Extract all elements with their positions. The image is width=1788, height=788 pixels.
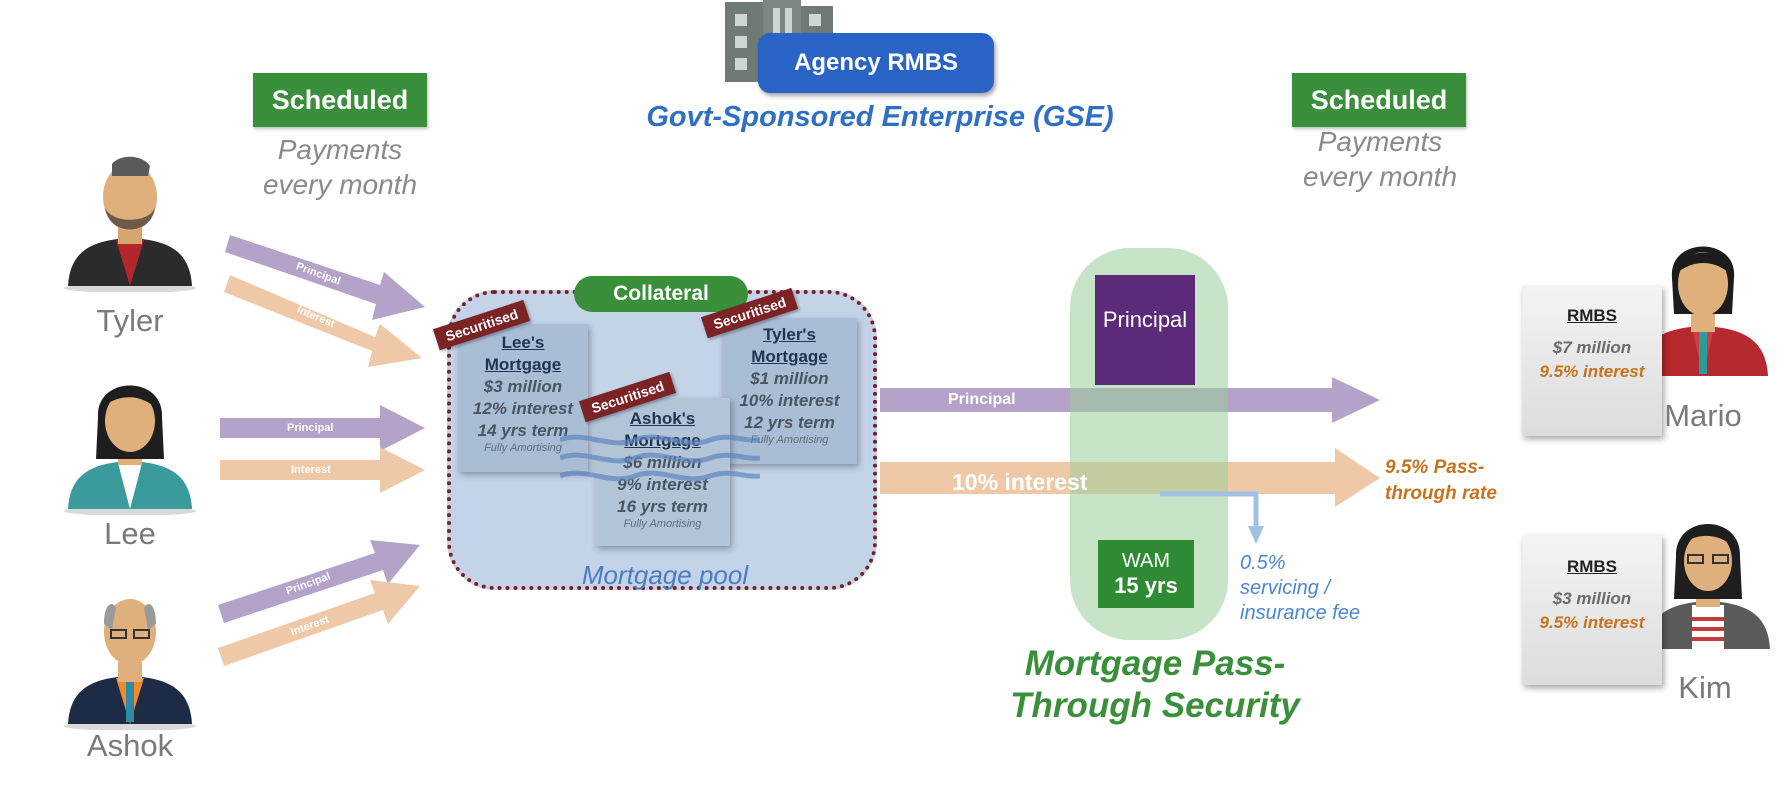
lee-interest-label: Interest xyxy=(291,464,331,476)
mortgage-rate: 10% interest xyxy=(739,391,840,410)
mortgage-amount: $1 million xyxy=(750,369,829,388)
security-title-line2: Through Security xyxy=(1010,686,1300,725)
payments-line1: Payments xyxy=(277,134,403,165)
mortgage-term: 16 yrs term xyxy=(617,497,708,516)
principal-box-label: Principal xyxy=(1102,307,1188,332)
lee-principal-label: Principal xyxy=(287,422,334,434)
ashok-interest-arrow xyxy=(218,580,420,666)
mortgage-pool-label: Mortgage pool xyxy=(581,560,749,590)
mortgage-note: Fully Amortising xyxy=(484,442,562,454)
scheduled-badge-left: Scheduled xyxy=(253,73,427,127)
mortgage-term: 14 yrs term xyxy=(477,421,569,440)
mortgage-note: Fully Amortising xyxy=(750,434,829,446)
fee-line3: insurance fee xyxy=(1240,602,1361,624)
mortgage-term: 12 yrs term xyxy=(744,413,835,432)
security-title-line1: Mortgage Pass- xyxy=(1024,644,1286,683)
wam-label: WAM xyxy=(1121,550,1171,572)
ashok-principal-arrow xyxy=(218,540,420,623)
wam-value: 15 yrs xyxy=(1114,573,1178,598)
rmbs-card-amount: $7 million xyxy=(1552,338,1632,357)
mortgage-name: Mortgage xyxy=(484,355,562,374)
kim-avatar xyxy=(1638,505,1778,655)
payments-line1: Payments xyxy=(1317,126,1443,157)
pass-through-rate-label: 9.5% Pass- through rate xyxy=(1385,455,1497,507)
payments-text-right: Payments every month xyxy=(1280,124,1480,194)
fee-line1: 0.5% xyxy=(1240,552,1286,574)
mortgage-note: Fully Amortising xyxy=(623,518,702,530)
mortgage-name: Tyler's xyxy=(763,325,816,344)
mortgage-name: Mortgage xyxy=(751,347,828,366)
rmbs-card-title: RMBS xyxy=(1566,306,1618,325)
lee-interest-arrow xyxy=(220,447,425,493)
rmbs-card-amount: $3 million xyxy=(1552,589,1632,608)
tyler-interest-arrow xyxy=(224,275,422,367)
lee-principal-arrow xyxy=(220,405,425,451)
mortgage-amount: $3 million xyxy=(483,377,563,396)
kim-name: Kim xyxy=(1678,670,1732,705)
ashok-name: Ashok xyxy=(86,728,174,763)
kim-rmbs-card: RMBS $3 million 9.5% interest xyxy=(1522,535,1662,685)
scheduled-badge-right: Scheduled xyxy=(1292,73,1466,127)
pass-through-line1: 9.5% Pass- xyxy=(1385,457,1485,478)
collateral-badge: Collateral xyxy=(574,276,748,312)
mario-rmbs-card: RMBS $7 million 9.5% interest xyxy=(1522,286,1662,436)
mortgage-name: Ashok's xyxy=(629,409,696,428)
rmbs-card-rate: 9.5% interest xyxy=(1539,362,1645,381)
mario-avatar xyxy=(1628,232,1778,382)
tyler-principal-arrow xyxy=(225,235,425,320)
mortgage-name: Lee's xyxy=(501,333,545,352)
agency-rmbs-badge: Agency RMBS xyxy=(758,33,994,93)
rmbs-card-title: RMBS xyxy=(1566,557,1618,576)
fee-label: 0.5% servicing / insurance fee xyxy=(1240,551,1360,626)
mortgage-rate: 12% interest xyxy=(472,399,574,418)
interest-flow-label: 10% interest xyxy=(952,469,1088,495)
payments-text-left: Payments every month xyxy=(240,132,440,202)
tyler-name: Tyler xyxy=(96,303,164,338)
wave-lines xyxy=(560,434,760,482)
payments-line2: every month xyxy=(262,169,418,200)
fee-line2: servicing / xyxy=(1240,577,1331,599)
ashok-avatar xyxy=(60,590,200,731)
rmbs-card-rate: 9.5% interest xyxy=(1539,613,1645,632)
fee-arrow xyxy=(1160,491,1264,544)
lee-mortgage-doc: Lee's Mortgage $3 million 12% interest 1… xyxy=(458,324,588,472)
payments-line2: every month xyxy=(1302,161,1458,192)
principal-flow-label: Principal xyxy=(948,391,1016,408)
lee-name: Lee xyxy=(104,516,156,551)
mario-name: Mario xyxy=(1664,398,1742,433)
gse-label: Govt-Sponsored Enterprise (GSE) xyxy=(646,101,1114,133)
agency-rmbs-label: Agency RMBS xyxy=(793,49,959,76)
principal-box: Principal xyxy=(1095,275,1195,385)
lee-avatar xyxy=(60,365,200,516)
wam-box: WAM 15 yrs xyxy=(1098,540,1194,608)
security-title: Mortgage Pass- Through Security xyxy=(990,643,1320,727)
tyler-avatar xyxy=(60,152,200,293)
pass-through-line2: through rate xyxy=(1385,483,1497,504)
